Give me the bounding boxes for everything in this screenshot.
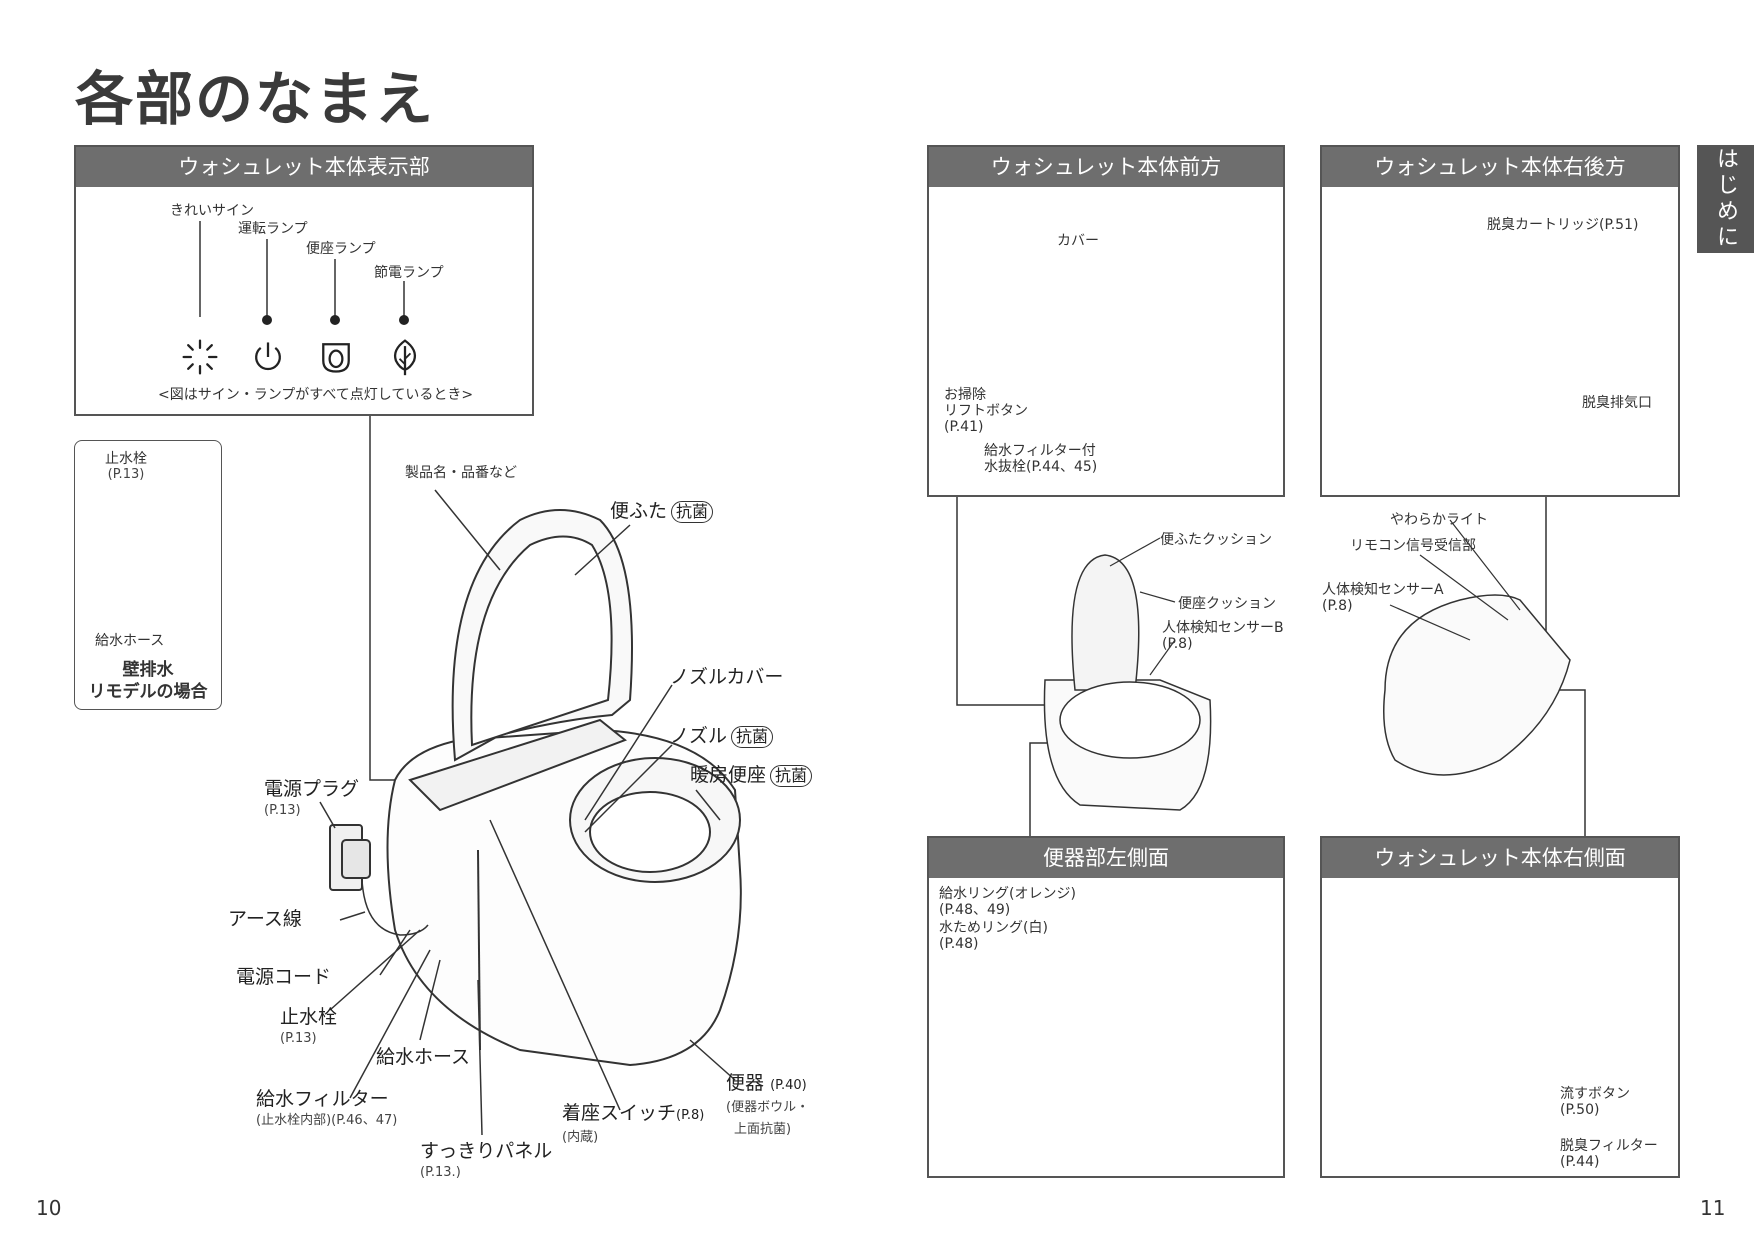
seat-switch-label: 着座スイッチ(P.8)(内蔵)	[562, 1102, 705, 1145]
front-view-box: ウォシュレット本体前方 カバー お掃除リフトボタン(P.41) 給水フィルター付…	[927, 145, 1285, 497]
wall-drain-caption: 壁排水リモデルの場合	[88, 660, 208, 702]
remote-receiver-label: リモコン信号受信部	[1350, 538, 1476, 554]
front-view-header: ウォシュレット本体前方	[929, 147, 1283, 187]
seat-lamp-label: 便座ランプ	[306, 241, 376, 257]
reservoir-ring-label: 水ためリング(白)(P.48)	[939, 920, 1048, 952]
bowl-label: 便器 (P.40)(便器ボウル・上面抗菌)	[726, 1072, 810, 1137]
deodorizer-cartridge-label: 脱臭カートリッジ(P.51)	[1487, 217, 1639, 233]
page-number-right: 11	[1700, 1196, 1726, 1220]
filter-label: 給水フィルター(止水栓内部)(P.46、47)	[256, 1088, 398, 1128]
valve-label: 止水栓(P.13)	[280, 1006, 338, 1046]
drain-plug-label: 給水フィルター付水抜栓(P.44、45)	[984, 443, 1098, 475]
operation-lamp-label: 運転ランプ	[238, 221, 308, 237]
nozzle-label: ノズル抗菌	[670, 725, 774, 748]
page-number-left: 10	[36, 1196, 62, 1220]
right-side-view-header: ウォシュレット本体右側面	[1322, 838, 1678, 878]
display-panel-box: ウォシュレット本体表示部 きれいサイン 運転ランプ 便座ランプ 節電ランプ	[74, 145, 534, 416]
lid-label: 便ふた抗菌	[610, 500, 714, 523]
wall-valve-label: 止水栓(P.13)	[105, 451, 147, 482]
earth-wire-label: アース線	[228, 908, 302, 930]
exhaust-port-label: 脱臭排気口	[1582, 395, 1652, 411]
sensor-a-label: 人体検知センサーA(P.8)	[1322, 582, 1444, 614]
sensor-b-label: 人体検知センサーB(P.8)	[1162, 620, 1284, 652]
power-icon	[255, 342, 281, 371]
deodorizer-filter-label: 脱臭フィルター(P.44)	[1560, 1138, 1658, 1170]
hose-label: 給水ホース	[376, 1046, 471, 1068]
power-cord-label: 電源コード	[236, 966, 332, 988]
power-saving-lamp-label: 節電ランプ	[374, 265, 444, 281]
nozzle-cover-label: ノズルカバー	[670, 666, 784, 688]
power-plug-label: 電源プラグ(P.13)	[264, 778, 360, 818]
rear-right-view-header: ウォシュレット本体右後方	[1322, 147, 1678, 187]
flush-button-label: 流すボタン(P.50)	[1560, 1086, 1630, 1118]
display-panel-header: ウォシュレット本体表示部	[76, 147, 532, 187]
clean-sign-label: きれいサイン	[170, 203, 254, 219]
panel-label: すっきりパネル(P.13.)	[420, 1140, 553, 1180]
lift-button-label: お掃除リフトボタン(P.41)	[944, 387, 1028, 435]
wall-drain-box: 止水栓(P.13) 給水ホース 壁排水リモデルの場合	[74, 440, 222, 710]
right-side-view-box: ウォシュレット本体右側面 流すボタン(P.50) 脱臭フィルター(P.44)	[1320, 836, 1680, 1178]
bowl-left-view-header: 便器部左側面	[929, 838, 1283, 878]
cover-label: カバー	[1057, 233, 1099, 249]
display-note: <図はサイン・ランプがすべて点灯しているとき>	[158, 387, 474, 403]
bowl-left-view-box: 便器部左側面 給水リング(オレンジ)(P.48、49) 水ためリング(白)(P.…	[927, 836, 1285, 1178]
rear-right-view-box: ウォシュレット本体右後方 脱臭カートリッジ(P.51) 脱臭排気口	[1320, 145, 1680, 497]
toilet-seat-icon	[322, 343, 350, 373]
lid-cushion-label: 便ふたクッション	[1160, 532, 1272, 548]
section-tab: はじめに	[1697, 145, 1754, 253]
soft-light-label: やわらかライト	[1390, 512, 1488, 528]
page-title: 各部のなまえ	[75, 65, 436, 133]
product-name-label: 製品名・品番など	[405, 465, 517, 481]
sparkle-icon	[182, 339, 218, 375]
supply-ring-label: 給水リング(オレンジ)(P.48、49)	[939, 886, 1076, 918]
seat-cushion-label: 便座クッション	[1178, 596, 1276, 612]
wall-hose-label: 給水ホース	[95, 633, 165, 649]
heated-seat-label: 暖房便座抗菌	[690, 764, 813, 787]
leaf-icon	[393, 339, 417, 376]
